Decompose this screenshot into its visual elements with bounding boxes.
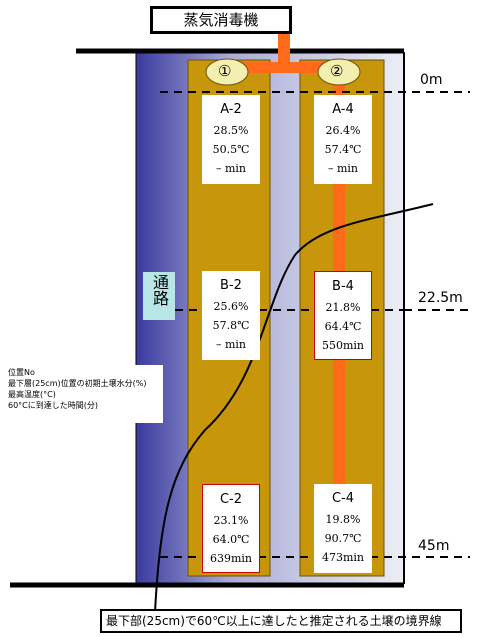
legend: 位置No 最下層(25cm)位置の初期土壌水分(%) 最高温度(°C) 60°C… (5, 365, 163, 423)
valve-2-label: ② (330, 62, 344, 80)
steam-pipe-vertical-top (278, 33, 290, 67)
card-b-2: B-2 25.6% 57.8℃ – min (202, 271, 260, 360)
card-b-4: B-4 21.8% 64.4℃ 550min (314, 271, 372, 360)
card-time: – min (327, 162, 359, 175)
card-moisture: 26.4% (325, 124, 361, 137)
card-id: B-2 (220, 278, 242, 293)
card-moisture: 25.6% (213, 300, 249, 313)
card-moisture: 19.8% (325, 513, 361, 526)
legend-line: 位置No (8, 368, 35, 377)
card-id: B-4 (332, 279, 354, 294)
card-id: A-4 (332, 102, 354, 117)
card-time: – min (215, 338, 247, 351)
depth-label-22-5m: 22.5m (418, 290, 463, 306)
card-c-2: C-2 23.1% 64.0℃ 639min (202, 484, 260, 573)
card-time: 473min (321, 551, 365, 564)
aisle-text: 通路 (150, 274, 169, 306)
steam-pipe-horizontal (236, 62, 338, 73)
card-time: 550min (321, 339, 365, 352)
card-a-2: A-2 28.5% 50.5℃ – min (202, 95, 260, 184)
card-temp: 90.7℃ (324, 532, 362, 545)
card-temp: 64.4℃ (324, 320, 362, 333)
legend-line: 最高温度(°C) (8, 390, 56, 399)
aisle-label: 通路 (143, 272, 175, 320)
card-moisture: 21.8% (325, 301, 361, 314)
card-time: – min (215, 162, 247, 175)
card-id: C-2 (219, 492, 243, 507)
card-moisture: 28.5% (213, 124, 249, 137)
boundary-caption: 最下部(25cm)で60℃以上に達したと推定される土壌の境界線 (100, 609, 462, 633)
card-c-4: C-4 19.8% 90.7℃ 473min (314, 484, 372, 573)
card-a-4: A-4 26.4% 57.4℃ – min (314, 95, 372, 184)
card-temp: 50.5℃ (212, 143, 250, 156)
card-temp: 57.4℃ (324, 143, 362, 156)
card-moisture: 23.1% (213, 514, 249, 527)
card-time: 639min (209, 552, 253, 565)
card-id: C-4 (331, 491, 355, 506)
legend-line: 最下層(25cm)位置の初期土壌水分(%) (8, 379, 147, 388)
valve-2-icon (317, 58, 361, 86)
valve-1-icon (205, 58, 249, 86)
card-temp: 57.8℃ (212, 319, 250, 332)
steam-sterilizer-label: 蒸気消毒機 (150, 6, 292, 34)
legend-line: 60°Cに到達した時間(分) (8, 401, 99, 410)
valve-1-label: ① (218, 62, 232, 80)
card-temp: 64.0℃ (212, 533, 250, 546)
depth-label-45m: 45m (418, 538, 450, 554)
depth-label-0m: 0m (420, 72, 443, 88)
card-id: A-2 (220, 102, 242, 117)
